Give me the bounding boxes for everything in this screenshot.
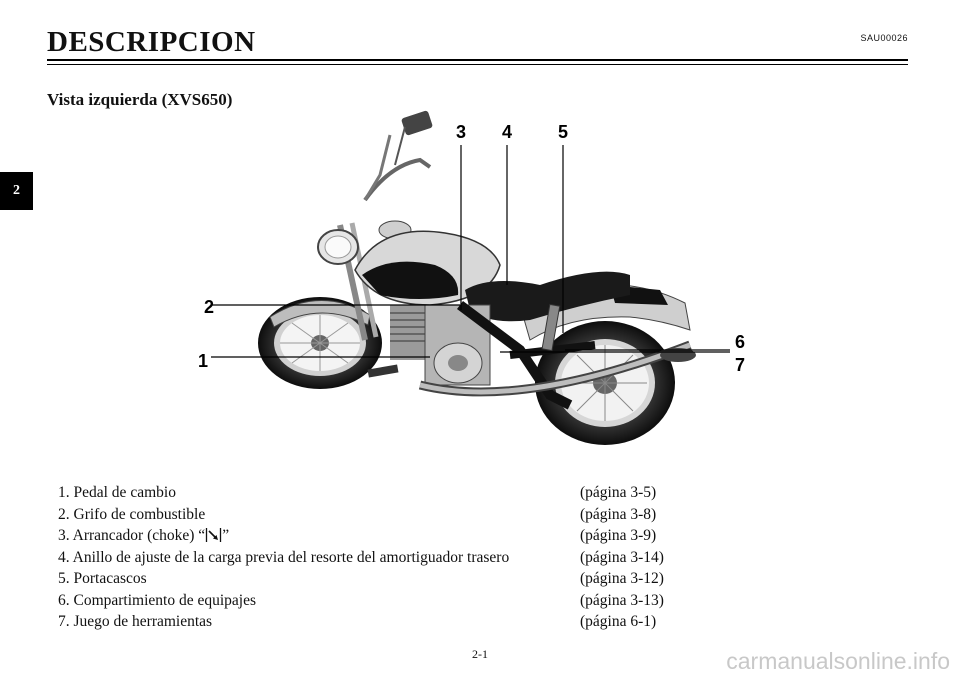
part-page-ref: (página 6-1) (580, 613, 657, 630)
part-page-ref: (página 3-9) (580, 527, 657, 544)
parts-list-item: 6. Compartimiento de equipajes (página 3… (58, 590, 678, 612)
parts-list-item: 3. Arrancador (choke) “ ” (página 3-9) (58, 525, 678, 547)
chapter-tab: 2 (0, 172, 33, 210)
part-label: 5. Portacascos (58, 570, 147, 587)
choke-icon (206, 528, 222, 542)
part-page-ref: (página 3-8) (580, 505, 657, 523)
part-label: 7. Juego de herramientas (58, 613, 213, 630)
title-rule-thin (47, 64, 908, 65)
parts-list-item: 7. Juego de herramientas (página 6-1) (58, 611, 678, 633)
part-page-ref: (página 3-12) (580, 570, 664, 587)
part-label: 3. Arrancador (choke) “ ” (58, 525, 580, 547)
callout-7: 7 (735, 355, 745, 375)
title-rule-thick (47, 59, 908, 61)
part-label: 2. Grifo de combustible (58, 505, 206, 523)
callout-6: 6 (735, 332, 745, 352)
parts-list: 1. Pedal de cambio (página 3-5) 2. Grifo… (58, 482, 678, 633)
part-label: 4. Anillo de ajuste de la carga previa d… (58, 548, 510, 566)
part-label: 6. Compartimiento de equipajes (58, 591, 257, 609)
part-label-suffix: ” (222, 527, 230, 544)
part-page-ref: (página 3-13) (580, 591, 664, 609)
page-title: DESCRIPCION (47, 26, 256, 58)
part-label: 1. Pedal de cambio (58, 484, 176, 501)
part-label-prefix: 3. Arrancador (choke) “ (58, 527, 206, 544)
watermark: carmanualsonline.info (726, 648, 950, 674)
callout-2: 2 (204, 297, 214, 317)
callout-4: 4 (502, 122, 512, 142)
part-page-ref: (página 3-14) (580, 548, 664, 566)
part-page-ref: (página 3-5) (580, 484, 657, 501)
parts-list-item: 4. Anillo de ajuste de la carga previa d… (58, 547, 678, 569)
motorcycle-illustration: 1 2 3 4 5 6 7 (198, 110, 745, 445)
page-number: 2-1 (472, 647, 488, 661)
parts-list-item: 1. Pedal de cambio (página 3-5) (58, 482, 678, 504)
callout-5: 5 (558, 122, 568, 142)
parts-list-item: 2. Grifo de combustible (página 3-8) (58, 504, 678, 526)
callout-3: 3 (456, 122, 466, 142)
parts-list-item: 5. Portacascos (página 3-12) (58, 568, 678, 590)
callout-1: 1 (198, 351, 208, 371)
section-subtitle: Vista izquierda (XVS650) (47, 90, 233, 109)
document-code: SAU00026 (860, 33, 908, 43)
